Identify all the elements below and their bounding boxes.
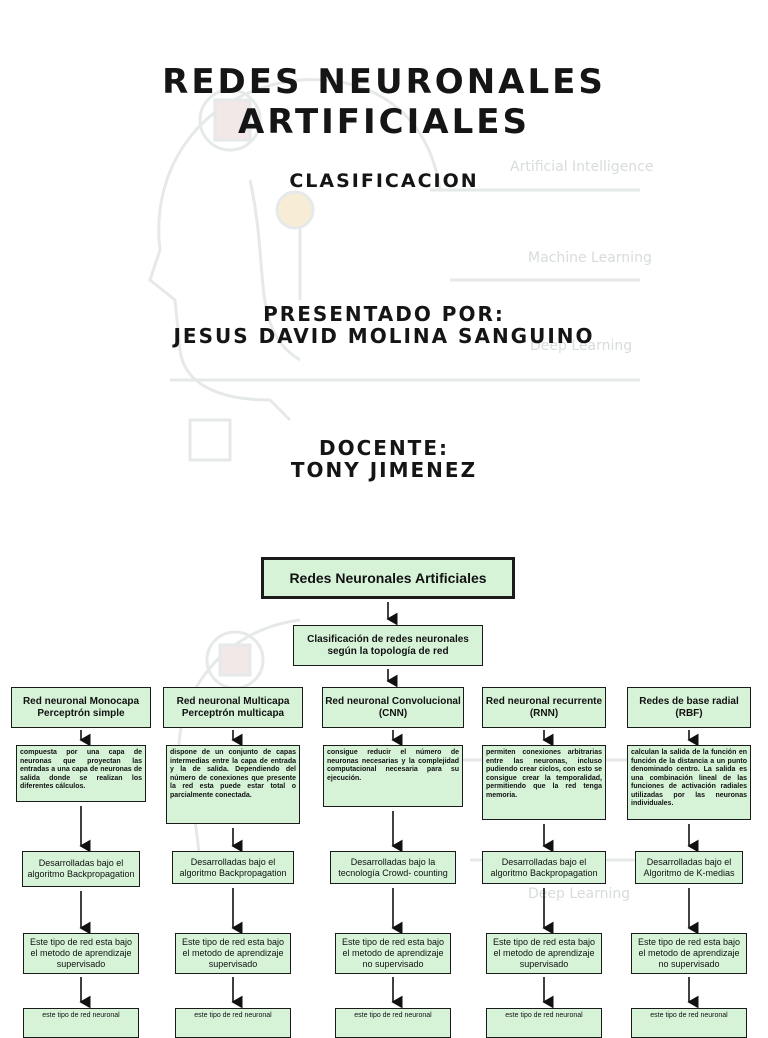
- presenter-label: Presentado por:: [263, 302, 505, 326]
- learning-method-node: Este tipo de red esta bajo el metodo de …: [23, 933, 139, 974]
- description-node: compuesta por una capa de neuronas que p…: [16, 745, 146, 802]
- learning-method-node: Este tipo de red esta bajo el metodo de …: [486, 933, 602, 974]
- category-node: Red neuronal recurrente (RNN): [482, 687, 606, 728]
- algorithm-node: Desarrolladas bajo el Algoritmo de K-med…: [635, 851, 743, 884]
- next-node: este tipo de red neuronal: [335, 1008, 451, 1038]
- title-line-2: Artificiales: [238, 102, 530, 142]
- next-node: este tipo de red neuronal: [486, 1008, 602, 1038]
- category-node: Redes de base radial (RBF): [627, 687, 751, 728]
- category-node: Red neuronal Convolucional (CNN): [322, 687, 464, 728]
- description-node: calculan la salida de la función en func…: [627, 745, 751, 820]
- algorithm-node: Desarrolladas bajo el algoritmo Backprop…: [482, 851, 606, 884]
- category-node: Red neuronal Monocapa Perceptrón simple: [11, 687, 151, 728]
- description-node: dispone de un conjunto de capas intermed…: [166, 745, 300, 824]
- next-node: este tipo de red neuronal: [175, 1008, 291, 1038]
- watermark-ml: Machine Learning: [528, 250, 652, 266]
- teacher-name: Tony Jimenez: [290, 458, 478, 482]
- next-node: este tipo de red neuronal: [631, 1008, 747, 1038]
- watermark-ai: Artificial Intelligence: [510, 159, 654, 175]
- watermark-dl: Deep Learning: [530, 338, 633, 354]
- teacher-label: Docente:: [319, 436, 449, 460]
- watermark-dl2: Deep Learning: [528, 886, 631, 902]
- learning-method-node: Este tipo de red esta bajo el metodo de …: [175, 933, 291, 974]
- algorithm-node: Desarrolladas bajo el algoritmo Backprop…: [22, 851, 140, 887]
- title-line-1: Redes Neuronales: [162, 62, 606, 102]
- subtitle: Clasificacion: [289, 170, 479, 192]
- next-node: este tipo de red neuronal: [23, 1008, 139, 1038]
- diagram-root-node: Redes Neuronales Artificiales: [261, 557, 515, 599]
- algorithm-node: Desarrolladas bajo la tecnología Crowd- …: [330, 851, 456, 884]
- category-node: Red neuronal Multicapa Perceptrón multic…: [163, 687, 303, 728]
- description-node: consigue reducir el número de neuronas n…: [323, 745, 463, 807]
- learning-method-node: Este tipo de red esta bajo el metodo de …: [335, 933, 451, 974]
- classification-node: Clasificación de redes neuronales según …: [293, 625, 483, 666]
- algorithm-node: Desarrolladas bajo el algoritmo Backprop…: [172, 851, 294, 884]
- page-title: Redes Neuronales Artificiales: [0, 62, 768, 142]
- learning-method-node: Este tipo de red esta bajo el metodo de …: [631, 933, 747, 974]
- description-node: permiten conexiones arbitrarias entre la…: [482, 745, 606, 820]
- presenter-name: Jesus David Molina Sanguino: [173, 324, 595, 348]
